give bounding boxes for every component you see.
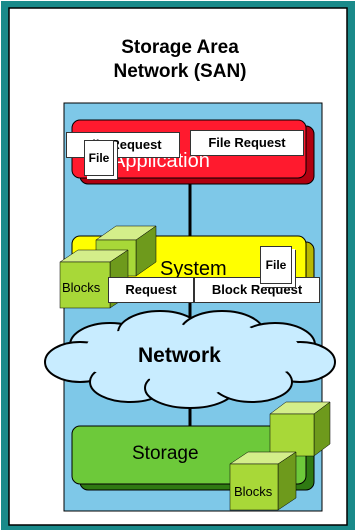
diagram-title: Storage Area Network (SAN) xyxy=(60,36,300,84)
network-label: Network xyxy=(138,344,221,367)
file-request-right: File Request xyxy=(190,130,304,156)
block-request-left: Request xyxy=(108,277,194,303)
file-card-middle: File xyxy=(260,246,292,284)
block-request-right: Block Request xyxy=(194,277,320,303)
title-line-1: Storage Area xyxy=(121,37,239,58)
blocks-label-upper: Blocks xyxy=(62,280,101,295)
title-line-2: Network (SAN) xyxy=(113,61,247,82)
blocks-label-lower: Blocks xyxy=(234,484,273,499)
storage-label: Storage xyxy=(132,443,199,464)
lower-blocks-stack xyxy=(229,401,331,511)
file-system-label: System xyxy=(160,258,227,280)
file-card-top: File xyxy=(84,140,114,176)
upper-blocks-stack xyxy=(59,225,157,309)
